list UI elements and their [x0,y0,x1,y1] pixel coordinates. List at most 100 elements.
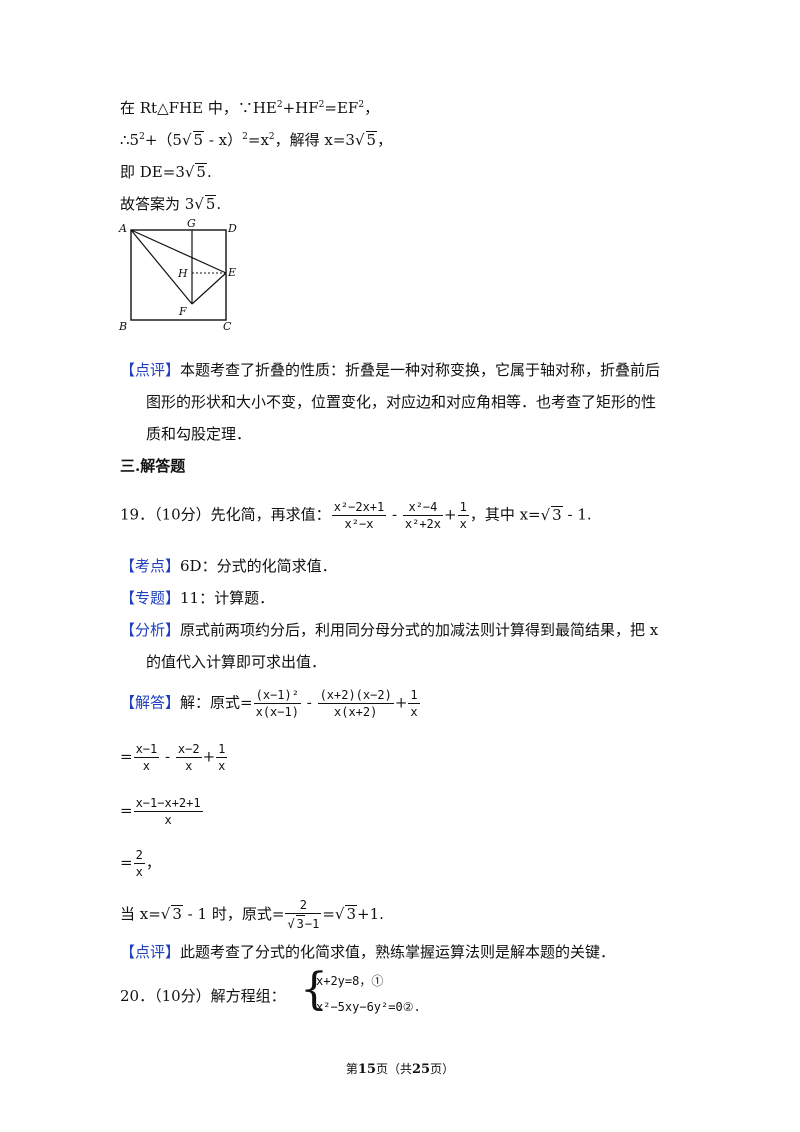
review-line-2: 图形的形状和大小不变，位置变化，对应边和对应角相等．也考查了矩形的性 [146,392,656,412]
operator: = [120,853,133,872]
denominator: x [459,517,467,531]
solution-line-3: 即 DE=3√5. [120,162,212,182]
superscript: 2 [242,132,248,142]
text: 在 Rt△FHE 中，∵HE [120,99,277,117]
denominator: x [135,865,143,879]
text: 质和勾股定理． [146,425,252,443]
text: +HF [282,99,319,117]
text: =x [247,131,269,149]
text: +1. [357,905,384,923]
fenxi-line-1: 【分析】原式前两项约分后，利用同分母分式的加减法则计算得到最简结果，把 x [120,620,658,640]
fenxi-tag: 【分析】 [120,621,181,639]
denominator: x [164,813,172,827]
text: . [413,1000,421,1014]
segment-ae [130,229,227,274]
radicand: 3 [345,905,358,923]
solution-line-2: ∴52+（5√5 - x）2=x2，解得 x=3√5， [120,130,392,150]
operator: = [322,905,335,923]
page-footer: 第15页（共25页） [0,1060,800,1077]
kaodian-line: 【考点】6D：分式的化简求值． [120,556,337,576]
segment-fe [191,272,227,305]
sqrt-expression: √3 [160,905,183,923]
review-tag: 【点评】 [120,361,181,379]
operator: - [160,747,175,766]
label-g: G [187,218,196,230]
text: 解：原式= [180,693,253,712]
superscript: 2 [139,132,145,142]
kaodian-tag: 【考点】 [120,557,181,575]
review-tag: 【点评】 [120,943,181,961]
operator: = [120,747,133,766]
text: =EF [324,99,359,117]
sqrt-expression: √5 [184,163,207,181]
text: 第 [345,1062,358,1076]
section-title: 三.解答题 [120,457,186,475]
sqrt-expression: √3 [540,505,563,524]
text: 页（共 [375,1062,412,1076]
denominator: x [185,759,193,773]
fraction: (x+2)(x−2)x(x+2) [317,688,394,719]
label-e: E [227,266,236,279]
text: ∴5 [120,131,140,149]
operator: + [202,747,216,766]
numerator: 1 [457,500,469,516]
operator: - [301,693,317,712]
numerator: x²−2x+1 [331,500,387,516]
superscript: 2 [318,100,325,110]
text: ，其中 x= [469,505,541,524]
text: −1 [304,917,320,931]
text: 故答案为 3 [120,195,195,213]
jieda-tag: 【解答】 [120,693,181,712]
numerator: x−1 [133,742,160,758]
numerator: x−2 [175,742,202,758]
sqrt-expression: √5 [181,131,205,149]
fraction: 2√3−1 [285,898,322,932]
label-b: B [118,320,127,333]
fenxi-line-2: 的值代入计算即可求出值． [146,652,326,672]
radicand: 3 [551,505,563,524]
solution-line-1: 在 Rt△FHE 中，∵HE2+HF2=EF2， [120,98,379,118]
page-number: 15 [357,1062,376,1077]
denominator: x²+2x [404,517,441,531]
numerator: (x+2)(x−2) [317,688,394,704]
text: - x） [204,131,243,149]
text: 11：计算题． [180,589,275,607]
numerator: 1 [216,742,228,758]
denominator: x²−x [344,517,374,531]
text: 的值代入计算即可求出值． [146,653,327,671]
sqrt-expression: √5 [194,195,217,213]
total-pages: 25 [412,1062,431,1077]
denominator: x [410,705,418,719]
superscript: 2 [268,132,275,142]
operator: = [120,801,133,820]
operator: + [394,693,408,712]
text: . [216,195,222,213]
question-number: 20．（10分）解方程组： [120,987,286,1005]
review2-line: 【点评】此题考查了分式的化简求值，熟练掌握运算法则是解本题的关键． [120,942,615,962]
numerator: 1 [408,688,420,704]
text: - 1. [562,505,592,524]
label-h: H [177,267,188,280]
denominator: √3−1 [285,914,321,932]
numerator: 2 [285,898,322,914]
numerator: (x−1)² [253,688,301,704]
text: ，解得 x=3 [274,131,355,149]
radicand: 5 [192,131,205,149]
text: 原式前两项约分后，利用同分母分式的加减法则计算得到最简结果，把 x [180,621,659,639]
review-line-1: 【点评】本题考查了折叠的性质：折叠是一种对称变换，它属于轴对称，折叠前后 [120,360,660,380]
denominator: x(x−1) [255,705,299,719]
label-d: D [227,222,237,235]
denominator: x [218,759,226,773]
question-20: 20．（10分）解方程组： [120,986,286,1006]
